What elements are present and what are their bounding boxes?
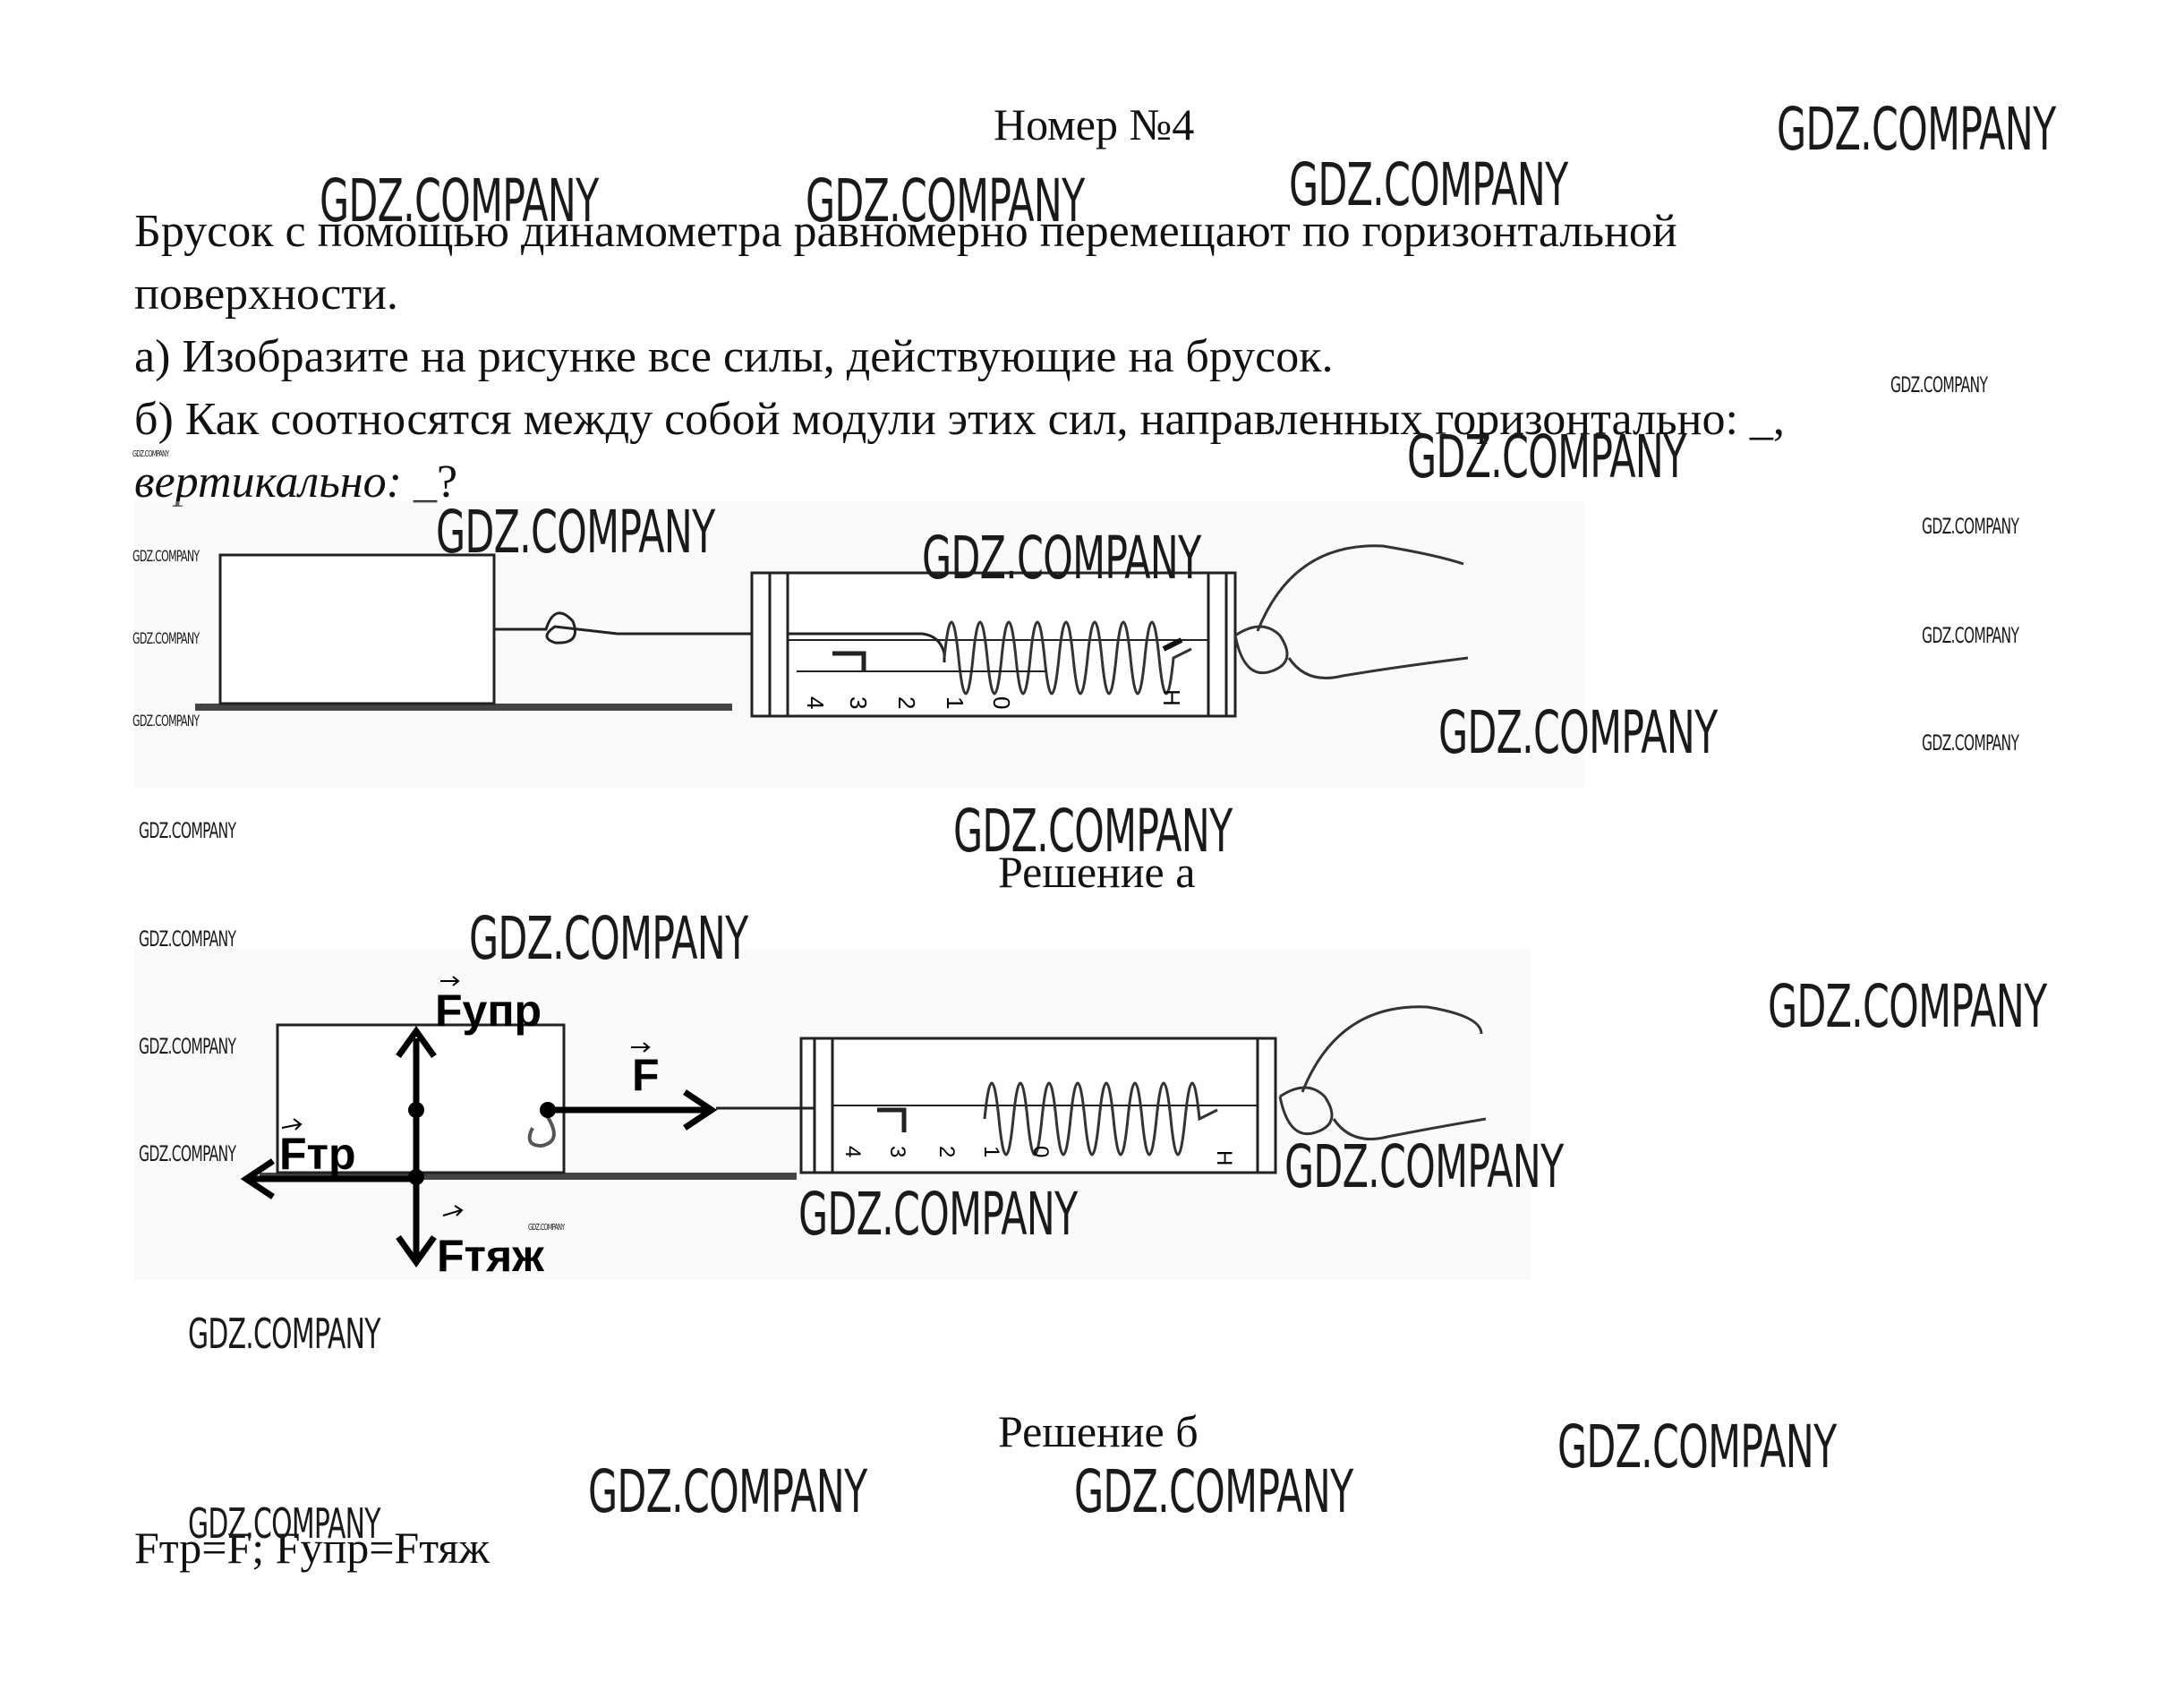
force-arrow-f-tr (240, 1158, 416, 1199)
watermark: GDZ.COMPANY (1289, 150, 1568, 219)
label-f-upr-text: Fупр (435, 986, 542, 1036)
watermark: GDZ.COMPANY (1777, 95, 2056, 164)
hand-icon (1278, 1005, 1487, 1140)
vertical-label: вертикально: (134, 457, 402, 508)
force-arrow-f-upr (396, 1025, 437, 1177)
label-f: F (631, 1042, 660, 1100)
label-f-text: F (632, 1050, 660, 1100)
dynamometer: 4 3 2 1 0 Н (716, 1037, 1277, 1174)
label-f-tyazh-text: Fтяж (437, 1231, 544, 1280)
watermark: GDZ.COMPANY (1768, 972, 2047, 1041)
vertical-blank: _? (402, 457, 458, 508)
scale-label: 3 (885, 1146, 909, 1157)
problem-line-2: поверхности. (134, 269, 398, 320)
surface-line (195, 704, 732, 711)
block (276, 1023, 566, 1174)
watermark: GDZ.COMPANY (132, 449, 169, 459)
watermark: GDZ.COMPANY (1438, 698, 1718, 767)
watermark: GDZ.COMPANY (588, 1457, 867, 1526)
scale-label: 4 (802, 696, 829, 709)
solution-figure: 4 3 2 1 0 Н Fупр F Fтр (134, 949, 1531, 1280)
force-arrow-f (540, 1089, 718, 1131)
watermark: GDZ.COMPANY (188, 1310, 380, 1358)
label-f-tr-text: Fтр (279, 1129, 356, 1179)
solution-b-answer: Fтр=F; Fупр=Fтяж (134, 1523, 490, 1573)
page-title: Номер №4 (994, 99, 1195, 149)
watermark: GDZ.COMPANY (1922, 514, 2019, 539)
watermark: GDZ.COMPANY (1557, 1413, 1837, 1481)
problem-line-1: Брусок с помощью динамометра равномерно … (134, 206, 1677, 257)
watermark: GDZ.COMPANY (132, 548, 200, 566)
solution-b-heading: Решение б (998, 1406, 1199, 1456)
problem-line-b: б) Как соотносятся между собой модули эт… (134, 394, 1785, 445)
solution-a-heading: Решение а (998, 847, 1196, 897)
watermark: GDZ.COMPANY (1074, 1457, 1353, 1526)
scale-label: 3 (845, 696, 872, 709)
watermark: GDZ.COMPANY (528, 1223, 565, 1233)
scale-label: 4 (840, 1146, 865, 1157)
scale-label: 1 (979, 1146, 1003, 1157)
scale-label: 2 (934, 1146, 959, 1157)
label-f-upr: Fупр (435, 976, 542, 1036)
watermark: GDZ.COMPANY (1890, 372, 1988, 397)
watermark: GDZ.COMPANY (469, 904, 748, 973)
watermark: GDZ.COMPANY (1922, 730, 2019, 755)
problem-line-a: а) Изобразите на рисунке все силы, дейст… (134, 331, 1334, 382)
unit-label: Н (1158, 689, 1185, 706)
hand-icon (1233, 544, 1469, 679)
watermark: GDZ.COMPANY (139, 926, 236, 952)
watermark: GDZ.COMPANY (806, 166, 1085, 235)
watermark: GDZ.COMPANY (953, 797, 1233, 866)
dynamometer: 4 3 2 1 0 Н (750, 571, 1237, 718)
hook (494, 611, 761, 644)
scale-label: 1 (942, 696, 968, 709)
block (218, 553, 496, 705)
watermark: GDZ.COMPANY (922, 524, 1201, 593)
scale-label: 0 (988, 696, 1015, 709)
watermark: GDZ.COMPANY (798, 1180, 1078, 1249)
unit-label: Н (1212, 1150, 1236, 1165)
problem-figure: 4 3 2 1 0 Н (134, 501, 1584, 788)
watermark: GDZ.COMPANY (1407, 422, 1686, 491)
scale-label: 0 (1028, 1146, 1053, 1157)
watermark: GDZ.COMPANY (320, 166, 599, 235)
watermark: GDZ.COMPANY (132, 630, 200, 648)
watermark: GDZ.COMPANY (188, 1499, 380, 1548)
label-f-tr: Fтр (279, 1118, 356, 1179)
problem-line-b-vertical: вертикально: _? (134, 451, 457, 514)
scale-label: 2 (893, 696, 920, 709)
watermark: GDZ.COMPANY (1284, 1132, 1564, 1201)
watermark: GDZ.COMPANY (1922, 623, 2019, 648)
watermark: GDZ.COMPANY (132, 713, 200, 730)
watermark: GDZ.COMPANY (139, 1034, 236, 1059)
watermark: GDZ.COMPANY (139, 1141, 236, 1166)
watermark: GDZ.COMPANY (436, 498, 715, 567)
label-f-tyazh: Fтяж (437, 1205, 544, 1280)
watermark: GDZ.COMPANY (139, 818, 236, 843)
